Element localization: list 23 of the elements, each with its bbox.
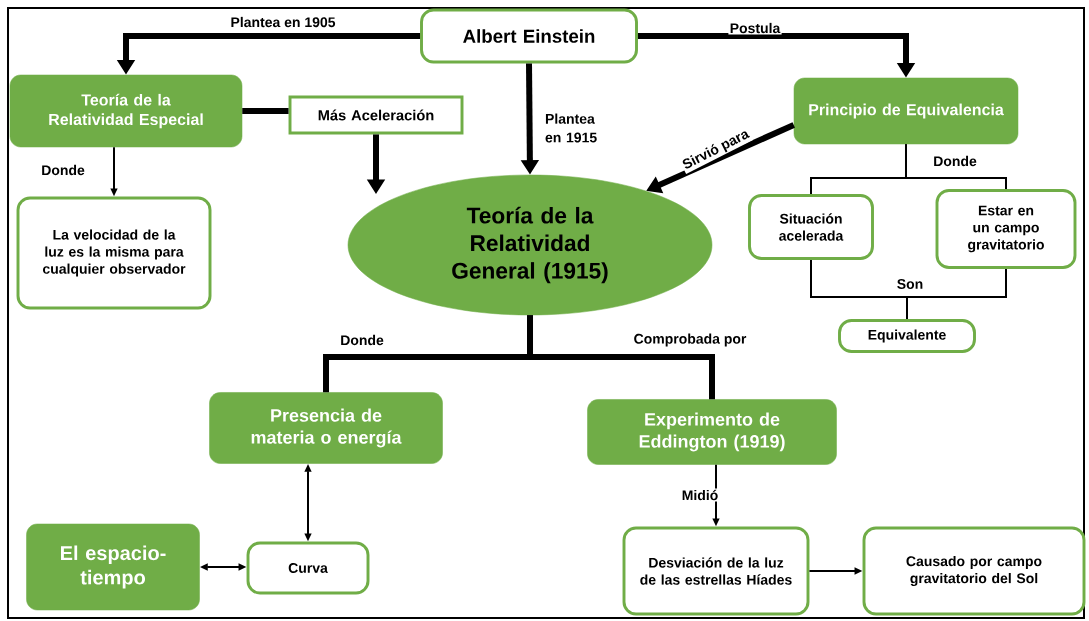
edge-label: Donde xyxy=(338,333,386,347)
edge-label: Donde xyxy=(931,154,979,168)
edge-label: Donde xyxy=(39,163,87,177)
concept-box: El espacio-tiempo xyxy=(26,523,200,611)
concept-box: Experimento de Eddington (1919) xyxy=(587,399,837,465)
edge-label: Son xyxy=(895,277,925,291)
concept-box: Más Aceleración xyxy=(288,95,464,135)
concept-box: La velocidad de la luz es la misma para cualquier observador xyxy=(16,196,212,310)
concept-box: Estar en un campo gravitatorio xyxy=(935,189,1077,269)
concept-box: Albert Einstein xyxy=(420,8,638,64)
concept-box: Teoría de la Relatividad Especial xyxy=(9,74,243,148)
concept-box: Presencia de materia o energía xyxy=(209,392,443,464)
concept-box: Principio de Equivalencia xyxy=(793,77,1019,145)
edge-label: Plantea en 1915 xyxy=(543,112,609,144)
concept-box: Causado por campo gravitatorio del Sol xyxy=(862,526,1086,616)
edge-label: Plantea en 1905 xyxy=(229,15,337,29)
concept-box: Situación acelerada xyxy=(748,194,874,260)
edge-label: Comprobada por xyxy=(632,332,748,348)
concept-box: Desviación de la luz de las estrellas Híades xyxy=(622,526,810,616)
edge-label: Midió xyxy=(680,488,720,502)
concept-box: Equivalente xyxy=(838,319,976,353)
edge-label: Postula xyxy=(728,21,782,35)
concept-box: Curva xyxy=(246,541,370,595)
